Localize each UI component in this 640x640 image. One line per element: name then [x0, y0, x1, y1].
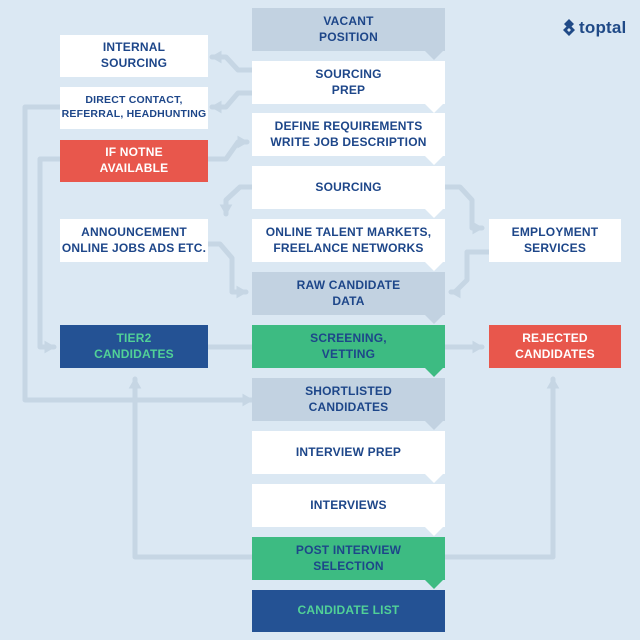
node-post-interview-selection-pointer	[425, 580, 443, 589]
connector-sourcing-to-employment	[442, 184, 485, 235]
node-tier2-candidates-label: TIER2 CANDIDATES	[94, 330, 174, 361]
node-sourcing-prep-pointer	[425, 104, 443, 113]
connector-if-not-available-to-define	[205, 135, 250, 162]
connector-sourcing-to-announcement	[219, 184, 255, 217]
node-sourcing-label: SOURCING	[315, 179, 382, 194]
node-online-talent-markets: ONLINE TALENT MARKETS, FREELANCE NETWORK…	[252, 219, 445, 262]
node-screening-vetting-label: SCREENING, VETTING	[310, 330, 387, 361]
node-shortlisted-candidates-pointer	[425, 421, 443, 430]
connector-if-not-available-to-tier2	[37, 156, 63, 354]
node-rejected-candidates: REJECTED CANDIDATES	[489, 325, 621, 368]
node-interviews: INTERVIEWS	[252, 484, 445, 527]
node-direct-contact: DIRECT CONTACT, REFERRAL, HEADHUNTING	[60, 87, 208, 129]
node-define-requirements: DEFINE REQUIREMENTS WRITE JOB DESCRIPTIO…	[252, 113, 445, 156]
node-candidate-list-label: CANDIDATE LIST	[297, 603, 400, 618]
connector-sourcing-prep-to-internal	[209, 50, 255, 73]
node-define-requirements-label: DEFINE REQUIREMENTS WRITE JOB DESCRIPTIO…	[270, 118, 427, 149]
connector-sourcing-prep-to-direct-contact	[209, 90, 255, 114]
node-vacant-position-label: VACANT POSITION	[319, 13, 378, 44]
toptal-logo: toptal	[562, 18, 626, 38]
node-sourcing-prep-label: SOURCING PREP	[315, 66, 382, 97]
node-announcement-label: ANNOUNCEMENT ONLINE JOBS ADS ETC.	[61, 224, 207, 255]
node-vacant-position: VACANT POSITION	[252, 8, 445, 51]
node-vacant-position-pointer	[425, 51, 443, 60]
node-screening-vetting-pointer	[425, 368, 443, 377]
connector-direct-contact-to-tier2	[22, 104, 255, 407]
connector-employment-to-raw	[448, 249, 492, 299]
node-employment-services-label: EMPLOYMENT SERVICES	[511, 224, 599, 255]
node-raw-candidate-data-label: RAW CANDIDATE DATA	[296, 277, 401, 308]
node-define-requirements-pointer	[425, 156, 443, 165]
node-if-not-available-label: IF NOTNE AVAILABLE	[99, 145, 169, 175]
connector-post-interview-to-tier2	[128, 376, 255, 560]
node-direct-contact-label: DIRECT CONTACT, REFERRAL, HEADHUNTING	[61, 94, 207, 120]
node-interview-prep-pointer	[425, 474, 443, 483]
node-announcement: ANNOUNCEMENT ONLINE JOBS ADS ETC.	[60, 219, 208, 262]
node-candidate-list: CANDIDATE LIST	[252, 590, 445, 632]
node-post-interview-selection-label: POST INTERVIEW SELECTION	[295, 542, 402, 573]
node-if-not-available: IF NOTNE AVAILABLE	[60, 140, 208, 182]
node-internal-sourcing-label: INTERNAL SOURCING	[100, 40, 168, 70]
node-online-talent-markets-label: ONLINE TALENT MARKETS, FREELANCE NETWORK…	[265, 224, 432, 255]
node-rejected-candidates-label: REJECTED CANDIDATES	[515, 330, 595, 361]
node-screening-vetting: SCREENING, VETTING	[252, 325, 445, 368]
node-shortlisted-candidates-label: SHORTLISTED CANDIDATES	[305, 383, 392, 414]
toptal-logo-text: toptal	[579, 18, 627, 37]
node-raw-candidate-data: RAW CANDIDATE DATA	[252, 272, 445, 315]
node-interview-prep: INTERVIEW PREP	[252, 431, 445, 474]
node-shortlisted-candidates: SHORTLISTED CANDIDATES	[252, 378, 445, 421]
toptal-logo-icon	[563, 19, 575, 36]
node-online-talent-markets-pointer	[425, 262, 443, 271]
connector-announcement-to-raw	[205, 241, 249, 299]
node-internal-sourcing: INTERNAL SOURCING	[60, 35, 208, 77]
node-employment-services: EMPLOYMENT SERVICES	[489, 219, 621, 262]
node-interviews-pointer	[425, 527, 443, 536]
node-interview-prep-label: INTERVIEW PREP	[295, 444, 402, 459]
node-sourcing: SOURCING	[252, 166, 445, 209]
node-post-interview-selection: POST INTERVIEW SELECTION	[252, 537, 445, 580]
node-sourcing-pointer	[425, 209, 443, 218]
node-sourcing-prep: SOURCING PREP	[252, 61, 445, 104]
node-tier2-candidates: TIER2 CANDIDATES	[60, 325, 208, 368]
node-raw-candidate-data-pointer	[425, 315, 443, 324]
node-interviews-label: INTERVIEWS	[310, 497, 387, 512]
connector-post-interview-to-rejected	[442, 376, 560, 560]
